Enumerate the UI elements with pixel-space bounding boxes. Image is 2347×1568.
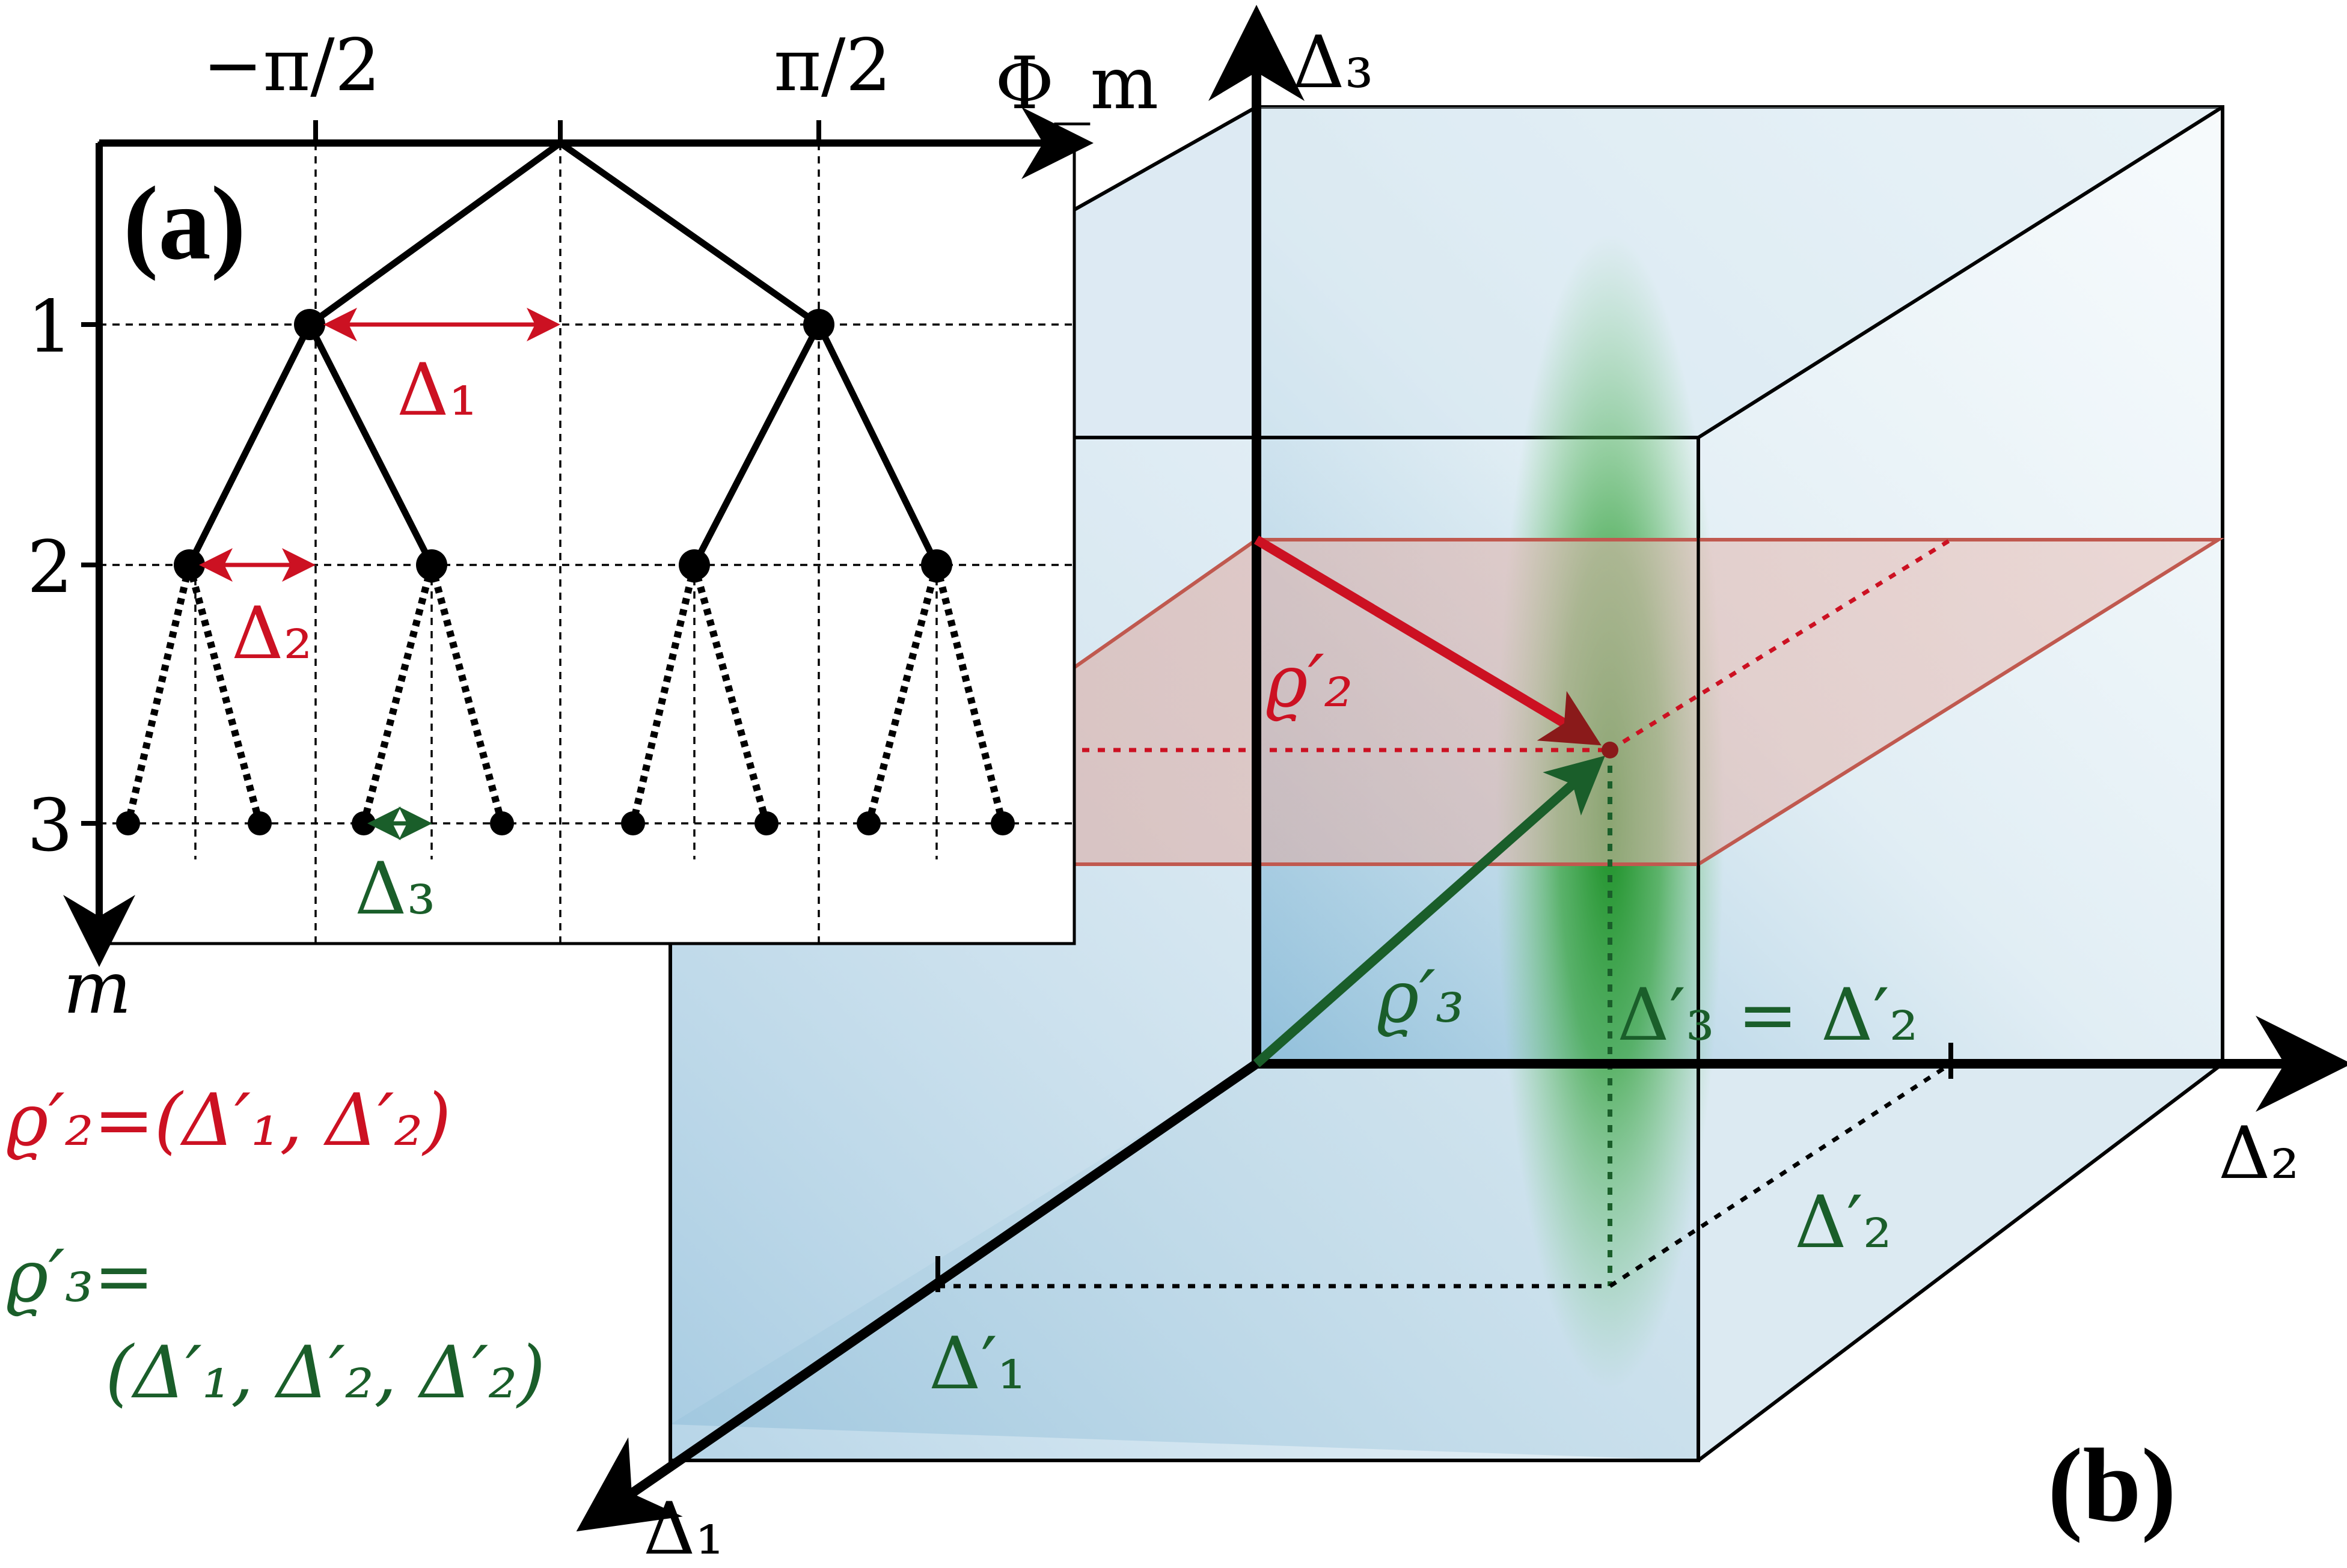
panel-a-label: (a) bbox=[123, 165, 246, 281]
node-level1 bbox=[803, 309, 834, 340]
delta2-label: Δ₂ bbox=[231, 592, 313, 676]
rho3-vector bbox=[1253, 755, 1605, 1067]
node-level3 bbox=[754, 811, 779, 835]
axis-delta-2-label: Δ₂ bbox=[2218, 1112, 2300, 1195]
tree-dotted-branches bbox=[124, 564, 1006, 825]
axis-delta-1 bbox=[576, 1060, 1259, 1532]
node-level2 bbox=[174, 549, 205, 581]
d1-prime-label: Δ′₁ bbox=[929, 1322, 1026, 1406]
panel-b: Δ₃ Δ₂ Δ₁ ϱ′₂ ϱ′₃ Δ′₃ = Δ′₂ Δ′₂ Δ′₁ (b) bbox=[576, 5, 2347, 1568]
cube-edge bbox=[1697, 1062, 2224, 1462]
red-dotted-diag bbox=[1609, 538, 1952, 752]
panel-b-label: (b) bbox=[2048, 1427, 2176, 1543]
axis-delta-3-label: Δ₃ bbox=[1293, 21, 1374, 105]
rho3-label: ϱ′₃ bbox=[1377, 956, 1464, 1039]
definitions: ϱ′₂=(Δ′₁, Δ′₂) ϱ′₃= (Δ′₁, Δ′₂, Δ′₂) bbox=[6, 1079, 545, 1415]
point-rho bbox=[1602, 742, 1618, 758]
rho2-vector bbox=[1253, 535, 1602, 746]
grid-verticals bbox=[194, 143, 938, 944]
node-level3 bbox=[248, 811, 272, 835]
cube-edge bbox=[1697, 105, 2224, 439]
node-level3 bbox=[116, 811, 140, 835]
rho3-definition-line1: ϱ′₃= bbox=[6, 1235, 154, 1319]
m-tick-1: 1 bbox=[27, 285, 73, 369]
rho2-definition: ϱ′₂=(Δ′₁, Δ′₂) bbox=[6, 1079, 451, 1162]
m-tick-3: 3 bbox=[27, 784, 73, 868]
axis-delta-1-label: Δ₁ bbox=[643, 1487, 724, 1568]
rho2-label: ϱ′₂ bbox=[1265, 640, 1353, 724]
panel-a: −π/2 π/2 Φ_m m 1 2 3 Δ₁ Δ₂ Δ₃ (a) bbox=[27, 24, 1158, 1030]
delta3-label: Δ₃ bbox=[355, 847, 436, 931]
node-level2 bbox=[416, 549, 447, 581]
rho3-definition-line2: (Δ′₁, Δ′₂, Δ′₂) bbox=[105, 1331, 545, 1415]
m-axis-label: m bbox=[63, 947, 132, 1030]
tree-nodes bbox=[116, 309, 1015, 835]
tree-solid-branches bbox=[186, 140, 940, 567]
eq-label: Δ′₃ = Δ′₂ bbox=[1617, 974, 1918, 1057]
m-tick-2: 2 bbox=[27, 526, 73, 609]
tick-pi-half-label: π/2 bbox=[774, 24, 892, 108]
node-level3 bbox=[490, 811, 514, 835]
node-level3 bbox=[621, 811, 645, 835]
tick-neg-pi-half-label: −π/2 bbox=[203, 24, 381, 108]
delta1-label: Δ₁ bbox=[397, 349, 478, 432]
d2-prime-label: Δ′₂ bbox=[1795, 1181, 1892, 1264]
node-level3 bbox=[857, 811, 881, 835]
node-level2 bbox=[921, 549, 952, 581]
node-level2 bbox=[679, 549, 710, 581]
black-dotted-d2 bbox=[1609, 1062, 1952, 1288]
node-level3 bbox=[991, 811, 1015, 835]
node-level1 bbox=[294, 309, 325, 340]
panel-a-background bbox=[97, 141, 1076, 945]
phi-axis-label: Φ_m bbox=[995, 42, 1158, 126]
